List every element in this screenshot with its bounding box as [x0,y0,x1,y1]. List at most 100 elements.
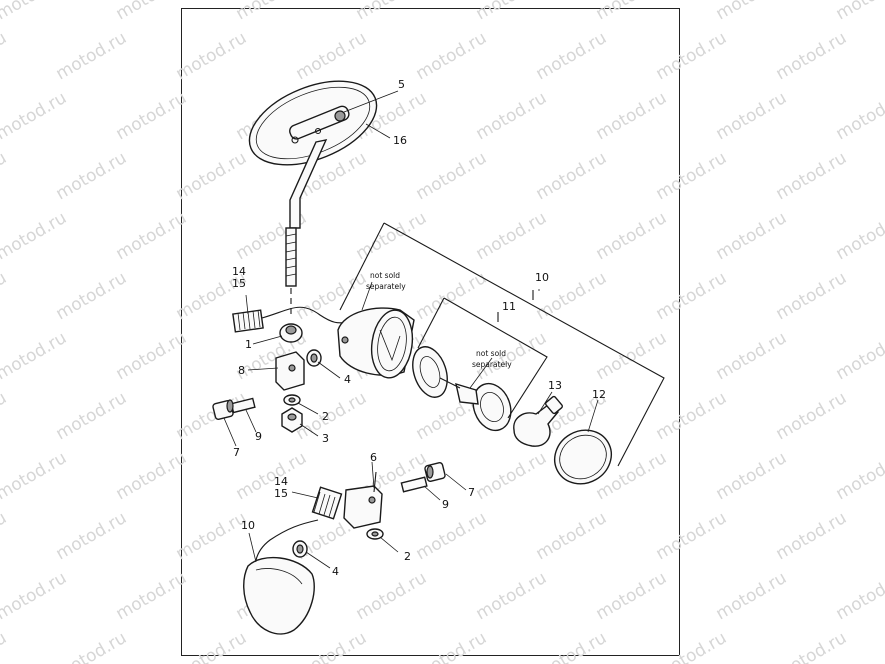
callout-labels: 5 16 14 15 1 8 4 2 3 9 7 10 11 13 12 6 9… [232,78,606,578]
watermark-text: motod.ru [173,508,251,564]
note-not-sold-1b: separately [366,282,406,291]
callout-15-upper: 15 [232,277,246,290]
watermark-text: motod.ru [0,388,10,444]
watermark-text: motod.ru [593,0,671,24]
callout-9-lower: 9 [442,498,449,511]
watermark-text: motod.ru [473,448,551,504]
watermark-text: motod.ru [653,148,731,204]
watermark-text: motod.ru [53,628,131,664]
watermark-text: motod.ru [0,628,10,664]
callout-4-upper: 4 [344,373,351,386]
watermark-text: motod.ru [0,268,10,324]
watermark-text: motod.ru [173,388,251,444]
watermark-text: motod.ru [473,568,551,624]
watermark-text: motod.ru [653,28,731,84]
washer-2-lower [366,528,384,540]
watermark-text: motod.ru [593,88,671,144]
watermark-text: motod.ru [833,448,885,504]
nut-3 [281,407,303,433]
watermark-text: motod.ru [0,508,10,564]
connector-upper [232,306,349,333]
watermark-text: motod.ru [113,208,191,264]
watermark-text: motod.ru [0,0,70,24]
note-not-sold-2a: not sold [476,349,506,358]
callout-12: 12 [592,388,606,401]
watermark-text: motod.ru [233,448,311,504]
watermark-text: motod.ru [593,208,671,264]
callout-10-upper: 10 [535,271,549,284]
watermark-text: motod.ru [413,268,491,324]
watermark-text: motod.ru [353,0,431,24]
watermark-text: motod.ru [173,148,251,204]
watermark-text: motod.ru [0,28,10,84]
watermark-text: motod.ru [113,448,191,504]
watermark-text: motod.ru [773,388,851,444]
callout-16: 16 [393,134,407,147]
watermark-text: motod.ru [773,148,851,204]
watermark-text: motod.ru [53,268,131,324]
watermark-text: motod.ru [53,148,131,204]
watermark-text: motod.ru [0,88,70,144]
callout-2-lower: 2 [404,550,411,563]
watermark-text: motod.ru [113,88,191,144]
watermark-text: motod.ru [653,628,731,664]
callout-6: 6 [370,451,377,464]
watermark-text: motod.ru [653,268,731,324]
watermark-text: motod.ru [533,508,611,564]
watermark-text: motod.ru [353,208,431,264]
watermark-text: motod.ru [293,388,371,444]
watermark-text: motod.ru [413,628,491,664]
leader-lines [223,90,599,569]
callout-13: 13 [548,379,562,392]
watermark-text: motod.ru [773,28,851,84]
gasket-11 [412,346,448,398]
note-not-sold-2b: separately [472,360,512,369]
watermark-text: motod.ru [773,508,851,564]
watermark-text: motod.ru [53,388,131,444]
mirror [248,80,378,318]
watermark-text: motod.ru [713,208,791,264]
callout-14-lower: 14 [274,475,288,488]
callout-1: 1 [245,338,252,351]
watermark-text: motod.ru [293,628,371,664]
watermark-text: motod.ru [0,568,70,624]
watermark-text: motod.ru [593,328,671,384]
cap-7-upper [212,399,234,421]
watermark-text: motod.ru [653,508,731,564]
watermark-text: motod.ru [713,0,791,24]
lens-12 [554,429,612,485]
watermark-text: motod.ru [713,88,791,144]
cap-7-lower [424,461,446,483]
callout-3: 3 [322,432,329,445]
watermark-text: motod.ru [0,448,70,504]
group-bracket-11 [417,297,548,419]
bulb-13 [513,395,563,447]
callout-9-upper: 9 [255,430,262,443]
screw-9-lower [400,476,428,493]
watermark-text: motod.ru [593,568,671,624]
socket-not-sold [439,377,512,432]
watermark-text: motod.ru [653,388,731,444]
callout-10-lower: 10 [241,519,255,532]
watermark-text: motod.ru [113,0,191,24]
watermark-text: motod.ru [833,208,885,264]
bracket-8 [275,351,305,391]
callout-15-lower: 15 [274,487,288,500]
watermark-text: motod.ru [173,28,251,84]
watermark-text: motod.ru [0,208,70,264]
signal-housing-lower [243,556,315,635]
connector-lower [255,486,343,561]
watermark-text: motod.ru [533,148,611,204]
watermark-text: motod.ru [53,28,131,84]
watermark-text: motod.ru [833,568,885,624]
watermark-text: motod.ru [353,568,431,624]
watermark-text: motod.ru [293,28,371,84]
watermark-text: motod.ru [233,0,311,24]
watermark-text: motod.ru [0,148,10,204]
watermark-text: motod.ru [773,268,851,324]
notes: not sold separately not sold separately [366,271,512,369]
watermark-text: motod.ru [113,328,191,384]
watermark-text: motod.ru [53,508,131,564]
